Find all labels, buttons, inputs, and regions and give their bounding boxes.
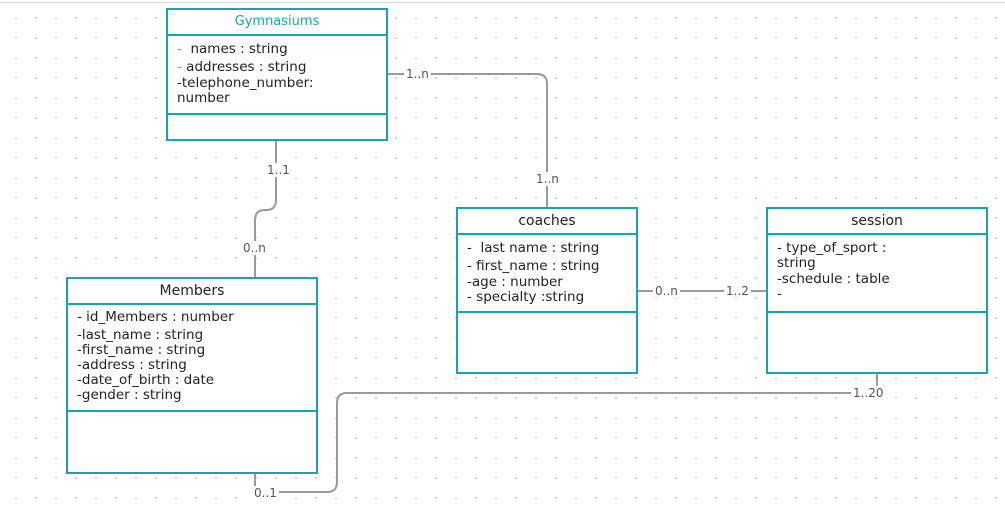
class-coaches[interactable]: coaches - last name : string - first_nam… <box>456 207 638 374</box>
attribute-row: - <box>777 286 782 302</box>
attribute-row: -schedule : table <box>777 271 890 287</box>
class-title: Members <box>68 279 316 305</box>
multiplicity-label: 1..n <box>534 172 561 186</box>
attribute-row: -last_name : string <box>77 327 204 343</box>
class-title: coaches <box>458 209 636 235</box>
class-attributes: - type_of_sport : string -schedule : tab… <box>768 235 986 313</box>
multiplicity-label: 1..20 <box>851 386 886 400</box>
attribute-row: -address : string <box>77 357 187 373</box>
attribute-row: - names : string <box>177 41 288 57</box>
attribute-row: - last name : string <box>467 240 600 256</box>
class-attributes: - id_Members : number -last_name : strin… <box>68 305 316 412</box>
attribute-row: - specialty :string <box>467 289 585 305</box>
link-gymnasiums-coaches <box>388 73 548 208</box>
attribute-row: -age : number <box>467 274 563 290</box>
attribute-row: - id_Members : number <box>77 309 234 325</box>
link-session-members <box>254 373 878 493</box>
attribute-row: - first_name : string <box>467 258 600 274</box>
class-title: session <box>768 209 986 235</box>
attribute-row: -telephone_number: number <box>177 75 314 106</box>
attribute-row: -first_name : string <box>77 342 206 358</box>
class-attributes: - last name : string - first_name : stri… <box>458 235 636 313</box>
multiplicity-label: 1..2 <box>724 284 751 298</box>
link-gymnasiums-members <box>254 140 277 278</box>
class-attributes: - names : string - addresses : string -t… <box>168 36 386 115</box>
attribute-row: - type_of_sport : string <box>777 240 887 271</box>
attribute-row: - addresses : string <box>177 59 307 75</box>
class-gymnasiums[interactable]: Gymnasiums - names : string - addresses … <box>166 8 388 141</box>
canvas-top-border <box>0 2 1005 3</box>
attribute-row: -date_of_birth : date <box>77 372 215 388</box>
class-session[interactable]: session - type_of_sport : string -schedu… <box>766 207 988 374</box>
multiplicity-label: 1..1 <box>265 163 292 177</box>
class-title: Gymnasiums <box>168 10 386 36</box>
multiplicity-label: 1..n <box>404 67 431 81</box>
multiplicity-label: 0..n <box>653 284 680 298</box>
attribute-row: -gender : string <box>77 387 182 403</box>
class-members[interactable]: Members - id_Members : number -last_name… <box>66 277 318 474</box>
multiplicity-label: 0..1 <box>252 486 279 500</box>
multiplicity-label: 0..n <box>241 241 268 255</box>
